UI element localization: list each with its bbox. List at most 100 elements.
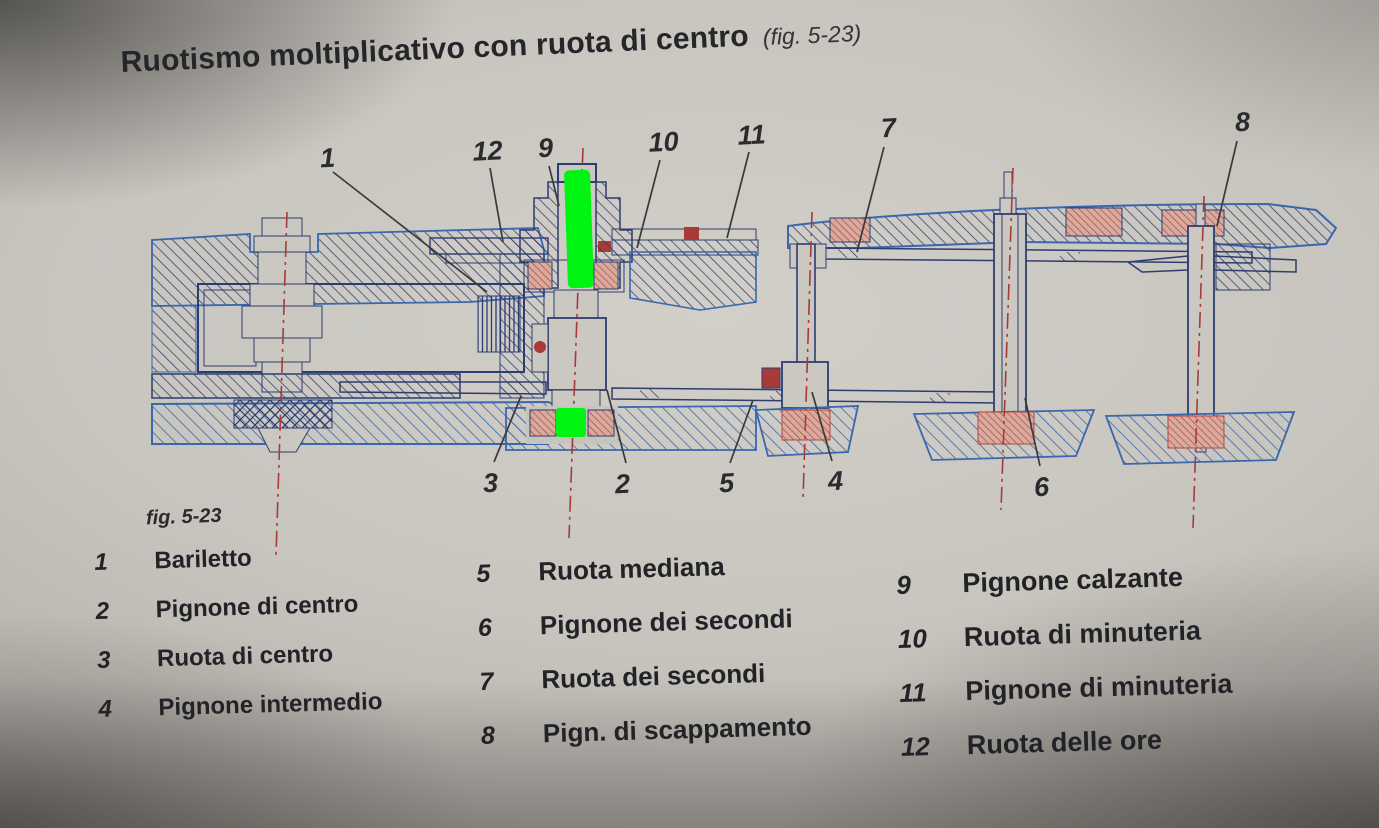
legend-item-label: Ruota delle ore bbox=[966, 724, 1163, 761]
axis-intermediate bbox=[802, 211, 813, 501]
mid-plate bbox=[151, 373, 461, 399]
seconds-pinion-tube bbox=[993, 213, 1027, 419]
center-wheel-hatch bbox=[500, 383, 526, 392]
legend-item: 3 Ruota di centro bbox=[97, 639, 382, 675]
pinion-jewel bbox=[761, 367, 781, 389]
intermediate-pinion bbox=[781, 361, 829, 409]
seconds-wheel-hatch bbox=[838, 249, 858, 258]
center-wheel-bar bbox=[339, 381, 547, 395]
center-pinion-neck bbox=[553, 289, 599, 319]
highlight-marker-bottom bbox=[556, 408, 586, 437]
third-wheel-hatch bbox=[930, 393, 950, 402]
lower-jewel bbox=[529, 409, 557, 437]
leader-10 bbox=[636, 159, 661, 249]
legend-item-number: 1 bbox=[94, 548, 109, 576]
center-bridge-slab bbox=[629, 251, 757, 311]
axis-escape bbox=[1192, 195, 1205, 529]
bridge-jewel bbox=[1065, 207, 1123, 237]
legend-item: 7 Ruota dei secondi bbox=[479, 657, 810, 697]
intermediate-arbor bbox=[796, 243, 816, 365]
escape-seat-left bbox=[1125, 255, 1189, 273]
figure-caption: fig. 5-23 bbox=[145, 504, 222, 530]
legend-item-number: 10 bbox=[897, 623, 928, 654]
legend-item-label: Pignone di centro bbox=[155, 590, 359, 624]
legend-item-number: 2 bbox=[95, 597, 110, 625]
bridge-foot bbox=[1215, 243, 1271, 291]
callout-label: 2 bbox=[613, 469, 631, 500]
callout-label: 8 bbox=[1234, 107, 1251, 138]
legend-item: 8 Pign. di scappamento bbox=[481, 711, 812, 751]
barrel-arbor bbox=[249, 283, 315, 307]
legend-item-label: Pignone dei secondi bbox=[539, 603, 794, 641]
callout-label: 1 bbox=[319, 143, 336, 174]
center-jewel-dot bbox=[534, 341, 546, 353]
leader-6 bbox=[1024, 397, 1041, 467]
legend-item: 6 Pignone dei secondi bbox=[478, 603, 809, 643]
legend-item: 4 Pignone intermedio bbox=[98, 688, 383, 724]
leader-11 bbox=[726, 151, 750, 239]
callout-label: 3 bbox=[482, 468, 499, 499]
train-bridge-group bbox=[754, 171, 1338, 465]
leader-3 bbox=[493, 395, 522, 463]
ratchet-screw-seat bbox=[253, 235, 311, 253]
leader-1 bbox=[332, 171, 488, 293]
leader-4 bbox=[811, 391, 833, 462]
upper-jewel bbox=[593, 261, 619, 290]
minute-jewel bbox=[684, 227, 699, 240]
seconds-pivot-pin bbox=[1003, 171, 1013, 199]
highlight-markers bbox=[556, 169, 594, 437]
legend-item-label: Pignone calzante bbox=[961, 561, 1184, 599]
leader-12 bbox=[489, 167, 504, 243]
leader-lines bbox=[332, 140, 1238, 467]
legend-item: 12 Ruota delle ore bbox=[901, 723, 1235, 763]
pad-jewel bbox=[977, 411, 1035, 445]
seconds-wheel-hatch bbox=[1060, 252, 1080, 261]
escape-seat-right bbox=[1213, 255, 1297, 273]
legend-item-label: Pignone di minuteria bbox=[964, 668, 1233, 707]
legend-item-number: 6 bbox=[477, 613, 493, 642]
callout-label: 11 bbox=[737, 119, 767, 150]
leader-9 bbox=[548, 165, 560, 207]
escape-seat-hatch bbox=[1222, 257, 1240, 266]
legend-item-number: 11 bbox=[899, 677, 927, 708]
lower-jewel bbox=[587, 409, 615, 437]
legend-item: 10 Ruota di minuteria bbox=[898, 615, 1232, 655]
seconds-collar bbox=[999, 197, 1017, 215]
leader-8 bbox=[1216, 140, 1238, 227]
legend-item-number: 8 bbox=[480, 721, 496, 750]
escape-pinion-tube bbox=[1187, 225, 1215, 437]
callout-label: 12 bbox=[472, 135, 504, 167]
legend-item-number: 4 bbox=[98, 695, 113, 723]
callout-label: 7 bbox=[880, 113, 899, 144]
legend-column-2: 5 Ruota mediana 6 Pignone dei secondi 7 … bbox=[476, 549, 813, 774]
left-edge-plate bbox=[151, 305, 197, 373]
legend-item-label: Ruota di centro bbox=[156, 640, 334, 673]
center-wheel-hatch bbox=[352, 383, 370, 392]
legend-item-number: 12 bbox=[900, 731, 931, 762]
legend-item-number: 9 bbox=[896, 569, 912, 600]
callout-label: 4 bbox=[826, 466, 844, 497]
callout-label: 9 bbox=[537, 133, 554, 164]
legend-item-label: Bariletto bbox=[153, 544, 253, 575]
legend-item: 11 Pignone di minuteria bbox=[899, 669, 1233, 709]
third-wheel-hatch bbox=[640, 389, 660, 398]
legend-column-1: 1 Bariletto 2 Pignone di centro 3 Ruota … bbox=[94, 541, 383, 745]
legend-item-label: Ruota dei secondi bbox=[540, 657, 766, 695]
leader-2 bbox=[606, 389, 627, 464]
callout-label: 6 bbox=[1033, 472, 1051, 503]
legend-item-number: 5 bbox=[476, 559, 491, 588]
highlight-marker-top bbox=[564, 169, 594, 289]
upper-jewel bbox=[527, 261, 553, 290]
ratchet-screw-head bbox=[261, 217, 303, 237]
legend-item: 2 Pignone di centro bbox=[95, 590, 380, 626]
legend-item-number: 3 bbox=[96, 646, 111, 674]
barrel-hub bbox=[241, 305, 323, 339]
leader-5 bbox=[729, 399, 754, 464]
callout-label: 10 bbox=[648, 126, 680, 158]
third-wheel-hatch bbox=[770, 391, 790, 400]
barrel-crown-foot bbox=[257, 427, 311, 453]
legend-column-3: 9 Pignone calzante 10 Ruota di minuteria… bbox=[896, 561, 1235, 786]
callout-numbers: 1 12 9 10 11 7 8 3 2 5 4 6 bbox=[319, 107, 1251, 503]
